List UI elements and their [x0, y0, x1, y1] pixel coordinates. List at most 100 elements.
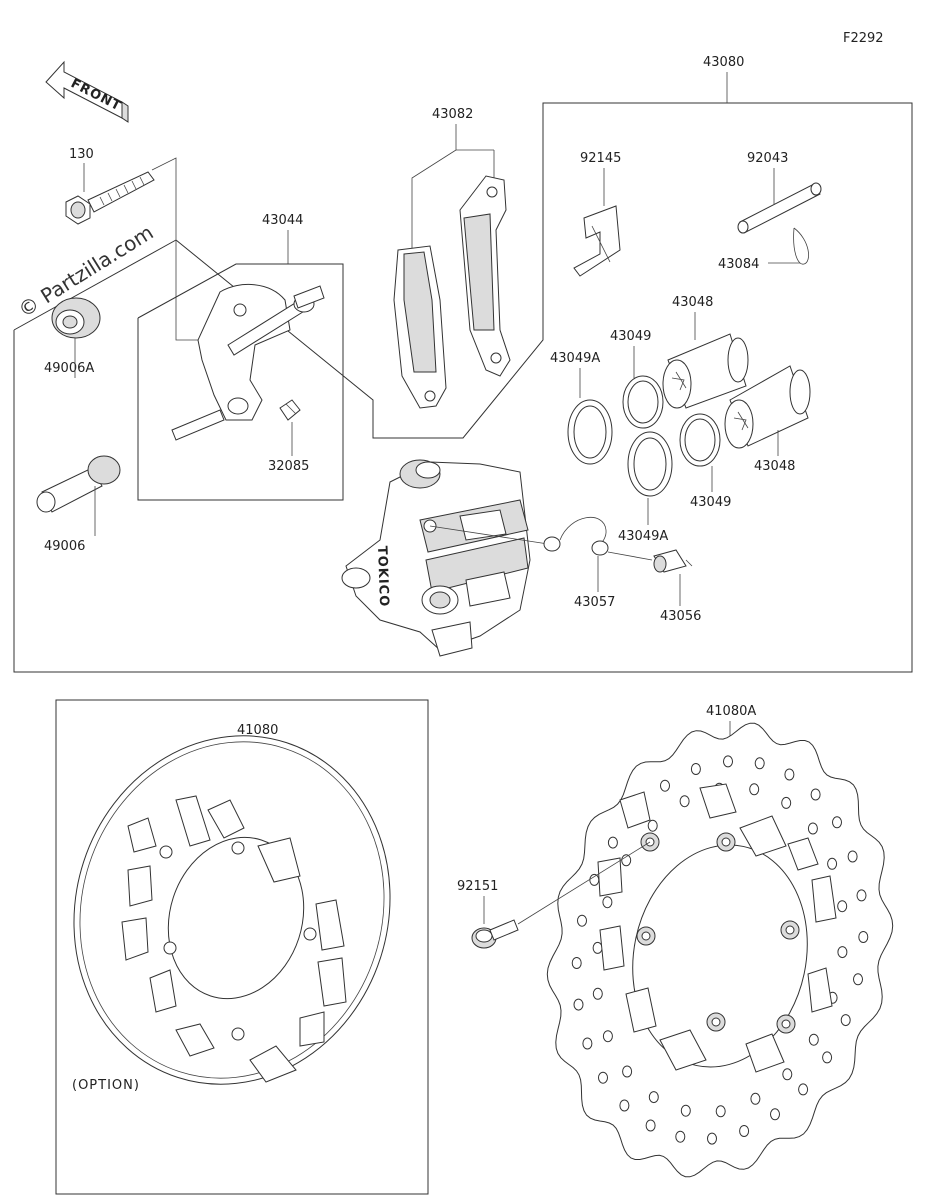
vent-hole [715, 1105, 726, 1118]
callout-92151: 92151 [457, 879, 498, 894]
vent-hole [621, 854, 632, 867]
callout-43044: 43044 [262, 213, 303, 228]
vent-hole [853, 973, 863, 986]
vent-hole [840, 1014, 851, 1027]
vent-hole [660, 779, 670, 792]
vent-hole [856, 889, 867, 902]
vent-hole [648, 1091, 659, 1104]
callout-49006A: 49006A [44, 361, 94, 376]
pin-49006 [36, 455, 121, 513]
vent-hole [573, 998, 584, 1011]
caliper-marking: TOKICO [374, 546, 391, 608]
callout-49006: 49006 [44, 539, 85, 554]
disc-screw-92151 [471, 919, 519, 949]
piston-seal-43049-a [622, 375, 664, 429]
vent-hole [798, 1083, 809, 1096]
disc-hub-bolts [636, 832, 800, 1034]
assembly-outline-edge [13, 239, 177, 331]
callout-43049A-b: 43049A [618, 529, 668, 544]
vent-hole [784, 768, 795, 781]
bleeder-cap-43057 [543, 516, 609, 556]
brake-pad-outer [459, 175, 511, 377]
vent-hole [750, 1092, 761, 1105]
caliper-body: TOKICO [341, 459, 531, 657]
caliper-bracket-43044 [171, 283, 325, 441]
option-label: (OPTION) [72, 1078, 140, 1093]
brake-disc-41080 [73, 735, 391, 1085]
callout-43084: 43084 [718, 257, 759, 272]
vent-hole [837, 900, 848, 913]
callout-43049-a: 43049 [610, 329, 651, 344]
brake-pad-inner [393, 245, 447, 409]
callout-43048-b: 43048 [754, 459, 795, 474]
piston-43048-b [724, 365, 811, 449]
vent-hole [607, 836, 618, 849]
option-box [55, 699, 429, 1195]
boot-49006A [51, 297, 101, 339]
pad-spring-92145 [573, 205, 621, 277]
spring-clip-32085 [279, 399, 301, 421]
vent-hole [571, 957, 582, 969]
vent-hole [577, 914, 587, 927]
vent-hole [622, 1065, 633, 1078]
vent-hole [827, 857, 838, 870]
vent-hole [822, 1051, 833, 1064]
vent-hole [602, 1030, 613, 1043]
vent-hole [739, 1125, 750, 1137]
vent-hole [847, 850, 858, 863]
vent-hole [832, 816, 842, 829]
vent-hole [707, 1132, 717, 1145]
vent-hole [679, 795, 690, 808]
vent-hole [592, 987, 603, 1000]
callout-43049-b: 43049 [690, 495, 731, 510]
callout-43048-a: 43048 [672, 295, 713, 310]
vent-hole [723, 755, 733, 768]
piston-seal-43049-b [679, 413, 721, 467]
callout-43049A-a: 43049A [550, 351, 600, 366]
clip-43084 [793, 227, 809, 265]
vent-hole [582, 1037, 593, 1050]
pad-pin-92043 [737, 182, 822, 234]
front-label: FRONT [68, 76, 124, 114]
vent-hole [749, 783, 760, 796]
callout-43056: 43056 [660, 609, 701, 624]
callout-43080: 43080 [703, 55, 744, 70]
vent-hole [808, 1033, 819, 1046]
vent-hole [858, 931, 869, 943]
bleed-screw-43056 [653, 549, 693, 573]
vent-hole [781, 796, 792, 809]
vent-hole [589, 873, 600, 886]
vent-hole [837, 946, 848, 959]
front-arrow-icon: FRONT [45, 60, 129, 123]
dust-seal-43049A-a [567, 399, 613, 465]
callout-92043: 92043 [747, 151, 788, 166]
callout-41080: 41080 [237, 723, 278, 738]
callout-130: 130 [69, 147, 94, 162]
figure-code: F2292 [843, 31, 884, 46]
vent-hole [782, 1068, 793, 1081]
vent-hole [807, 822, 818, 835]
callout-92145: 92145 [580, 151, 621, 166]
assembly-outline [13, 102, 913, 673]
callout-41080A: 41080A [706, 704, 756, 719]
piston-43048-a [662, 333, 749, 409]
vent-hole [602, 896, 613, 909]
bolt-130 [65, 171, 155, 225]
vent-hole [770, 1108, 780, 1121]
vent-hole [754, 757, 765, 770]
vent-hole [680, 1104, 691, 1117]
dust-seal-43049A-b [627, 431, 673, 497]
vent-hole [619, 1099, 630, 1112]
vent-hole [810, 788, 821, 801]
vent-hole [645, 1119, 656, 1132]
callout-43057: 43057 [574, 595, 615, 610]
brake-disc-41080A [546, 722, 894, 1178]
callout-32085: 32085 [268, 459, 309, 474]
vent-hole [598, 1071, 608, 1084]
callout-43082: 43082 [432, 107, 473, 122]
vent-hole [690, 763, 701, 775]
vent-hole [675, 1130, 686, 1143]
bracket-box [137, 263, 344, 501]
